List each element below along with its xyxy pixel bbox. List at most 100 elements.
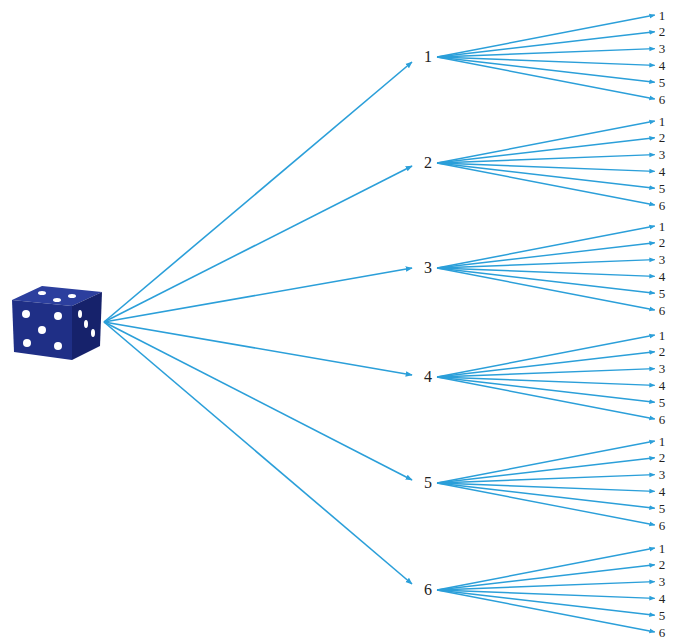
outcome-number: 6 xyxy=(659,519,666,532)
outcome-number: 1 xyxy=(659,115,666,128)
outcome-number: 1 xyxy=(659,542,666,555)
second-roll-outcome: 5 xyxy=(657,501,668,516)
second-roll-outcome: 1 xyxy=(657,8,668,23)
outcome-number: 4 xyxy=(659,592,666,605)
second-roll-outcome: 3 xyxy=(657,467,668,482)
branch-arrow xyxy=(104,268,412,322)
outcome-number: 4 xyxy=(659,270,666,283)
outcome-number: 6 xyxy=(659,304,666,317)
second-roll-outcome: 2 xyxy=(657,24,668,39)
second-roll-outcome: 5 xyxy=(657,395,668,410)
second-roll-outcome: 2 xyxy=(657,557,668,572)
second-roll-outcome: 3 xyxy=(657,574,668,589)
outcome-number: 5 xyxy=(659,182,666,195)
branch-arrow xyxy=(437,49,655,57)
first-roll-outcome: 2 xyxy=(422,154,434,172)
outcome-number: 2 xyxy=(659,131,666,144)
first-roll-outcome: 6 xyxy=(422,581,434,599)
branch-arrow xyxy=(437,32,655,57)
second-roll-outcome: 5 xyxy=(657,608,668,623)
branch-arrow xyxy=(437,590,655,632)
second-roll-outcome: 3 xyxy=(657,361,668,376)
second-roll-outcome: 2 xyxy=(657,235,668,250)
outcome-number: 5 xyxy=(659,502,666,515)
outcome-number: 2 xyxy=(659,345,666,358)
second-roll-outcome: 4 xyxy=(657,378,668,393)
branch-arrow xyxy=(437,260,655,268)
outcome-number: 6 xyxy=(659,626,666,639)
second-roll-outcome: 5 xyxy=(657,181,668,196)
outcome-number: 2 xyxy=(659,558,666,571)
branch-arrow xyxy=(437,226,655,268)
second-roll-outcome: 2 xyxy=(657,344,668,359)
outcome-number: 3 xyxy=(659,468,666,481)
outcome-number: 1 xyxy=(659,435,666,448)
outcome-number: 5 xyxy=(659,609,666,622)
branch-arrow xyxy=(437,483,655,525)
second-roll-outcome: 2 xyxy=(657,130,668,145)
branch-arrow xyxy=(104,322,412,584)
die-picture xyxy=(12,286,102,360)
outcome-number: 1 xyxy=(659,220,666,233)
branch-arrow xyxy=(437,458,655,483)
outcome-number: 4 xyxy=(659,165,666,178)
second-roll-outcome: 6 xyxy=(657,303,668,318)
outcome-number: 3 xyxy=(659,42,666,55)
outcome-number: 1 xyxy=(659,329,666,342)
branch-arrow xyxy=(437,548,655,590)
second-roll-outcome: 4 xyxy=(657,58,668,73)
second-roll-outcome: 1 xyxy=(657,541,668,556)
outcome-number: 4 xyxy=(659,485,666,498)
second-roll-outcome: 6 xyxy=(657,518,668,533)
outcome-number: 5 xyxy=(659,76,666,89)
first-roll-outcome: 4 xyxy=(422,368,434,386)
second-roll-outcome: 4 xyxy=(657,269,668,284)
branch-arrow xyxy=(437,565,655,590)
outcome-number: 2 xyxy=(659,25,666,38)
outcome-number: 3 xyxy=(659,253,666,266)
second-roll-outcome: 1 xyxy=(657,219,668,234)
outcome-number: 2 xyxy=(424,155,432,171)
second-roll-outcome: 3 xyxy=(657,252,668,267)
second-roll-outcome: 4 xyxy=(657,591,668,606)
branch-arrow xyxy=(437,57,655,99)
outcome-number: 1 xyxy=(659,9,666,22)
branch-arrow xyxy=(104,166,412,322)
branch-arrow xyxy=(437,475,655,483)
branch-arrow xyxy=(437,155,655,163)
second-roll-outcome: 2 xyxy=(657,450,668,465)
branch-arrow xyxy=(437,163,655,205)
outcome-number: 6 xyxy=(659,93,666,106)
branch-arrow xyxy=(437,121,655,163)
branch-arrow xyxy=(104,322,412,375)
second-roll-outcome: 1 xyxy=(657,328,668,343)
outcome-number: 3 xyxy=(659,362,666,375)
first-roll-outcome: 5 xyxy=(422,474,434,492)
outcome-number: 4 xyxy=(659,59,666,72)
second-roll-outcome: 1 xyxy=(657,434,668,449)
branch-arrow xyxy=(437,243,655,268)
second-roll-outcome: 1 xyxy=(657,114,668,129)
die-branch-arrows xyxy=(104,62,412,584)
outcome-number: 1 xyxy=(424,49,432,65)
second-roll-outcome: 6 xyxy=(657,198,668,213)
first-roll-outcome: 1 xyxy=(422,48,434,66)
branch-arrow xyxy=(104,322,412,480)
outcome-number: 4 xyxy=(424,369,432,385)
branch-arrow xyxy=(104,62,412,322)
outcome-number: 6 xyxy=(659,413,666,426)
outcome-number: 2 xyxy=(659,236,666,249)
outcome-number: 6 xyxy=(424,582,432,598)
second-roll-outcome: 6 xyxy=(657,625,668,640)
branch-arrow xyxy=(437,352,655,377)
outcome-number: 3 xyxy=(424,260,432,276)
second-roll-outcome: 6 xyxy=(657,412,668,427)
branch-arrow xyxy=(437,15,655,57)
branch-arrow xyxy=(437,335,655,377)
branch-arrow xyxy=(437,377,655,419)
second-roll-outcome: 3 xyxy=(657,41,668,56)
branch-arrow xyxy=(437,582,655,590)
